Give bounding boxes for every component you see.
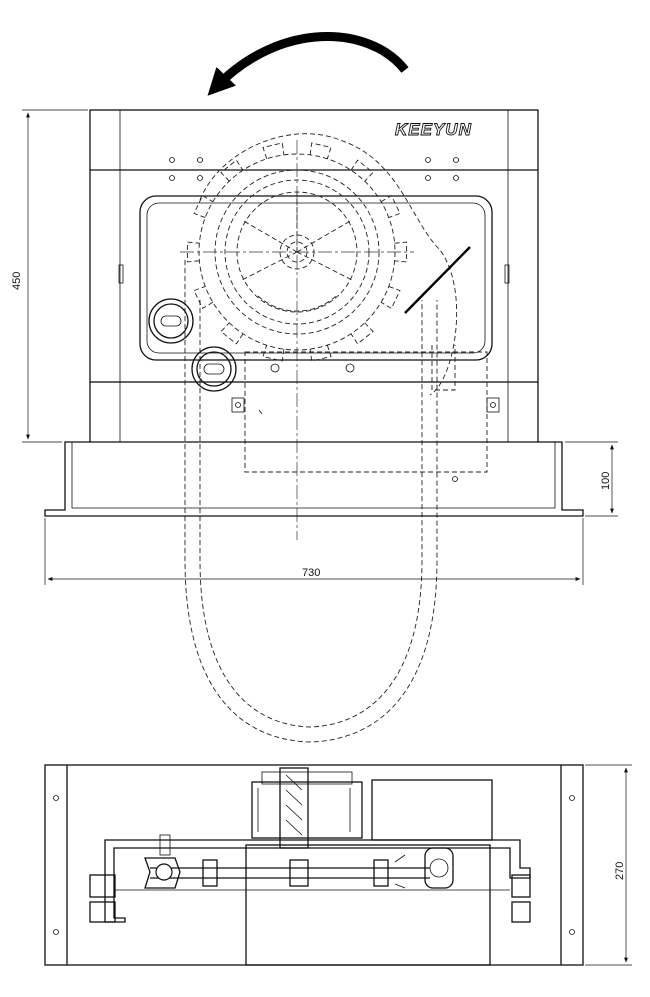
sprocket-tooth (350, 159, 374, 182)
dimension-depth: 270 (585, 764, 632, 966)
dimension-base-height-label: 100 (600, 472, 612, 490)
mounting-holes (169, 157, 459, 373)
dimension-width: 730 (44, 518, 584, 585)
top-lower-housing (245, 844, 491, 966)
chain-tensioner-bar (404, 246, 471, 314)
motor-housing (89, 109, 539, 383)
dimension-width-label: 730 (302, 567, 320, 579)
dimension-base-height: 100 (565, 441, 618, 517)
idler-pulley-lower (191, 346, 237, 392)
front-view: KEEYUN (11, 32, 618, 743)
brand-logo: KEEYUN (395, 120, 472, 139)
sprocket-tooth (262, 142, 285, 159)
sprocket-tooth (350, 322, 374, 345)
dimension-height-label: 450 (11, 272, 23, 290)
drive-sprocket (180, 140, 414, 540)
sprocket-tooth (220, 322, 244, 345)
idler-pulley-upper (148, 298, 194, 344)
chain-guard (199, 133, 457, 396)
rotation-direction-arrow (207, 32, 409, 96)
dimension-height: 450 (11, 109, 88, 443)
drive-shaft (144, 834, 454, 889)
sprocket-tooth (380, 194, 401, 219)
top-base-plate (44, 764, 584, 966)
sprocket-tooth (220, 159, 244, 182)
gear-motor (251, 767, 493, 849)
mounting-plate (244, 351, 488, 473)
top-frame (104, 839, 531, 923)
dimension-depth-label: 270 (614, 862, 626, 880)
base-frame (44, 441, 584, 517)
base-bolt-holes (53, 795, 575, 935)
sprocket-tooth (380, 285, 401, 310)
top-view: 270 (44, 764, 632, 966)
